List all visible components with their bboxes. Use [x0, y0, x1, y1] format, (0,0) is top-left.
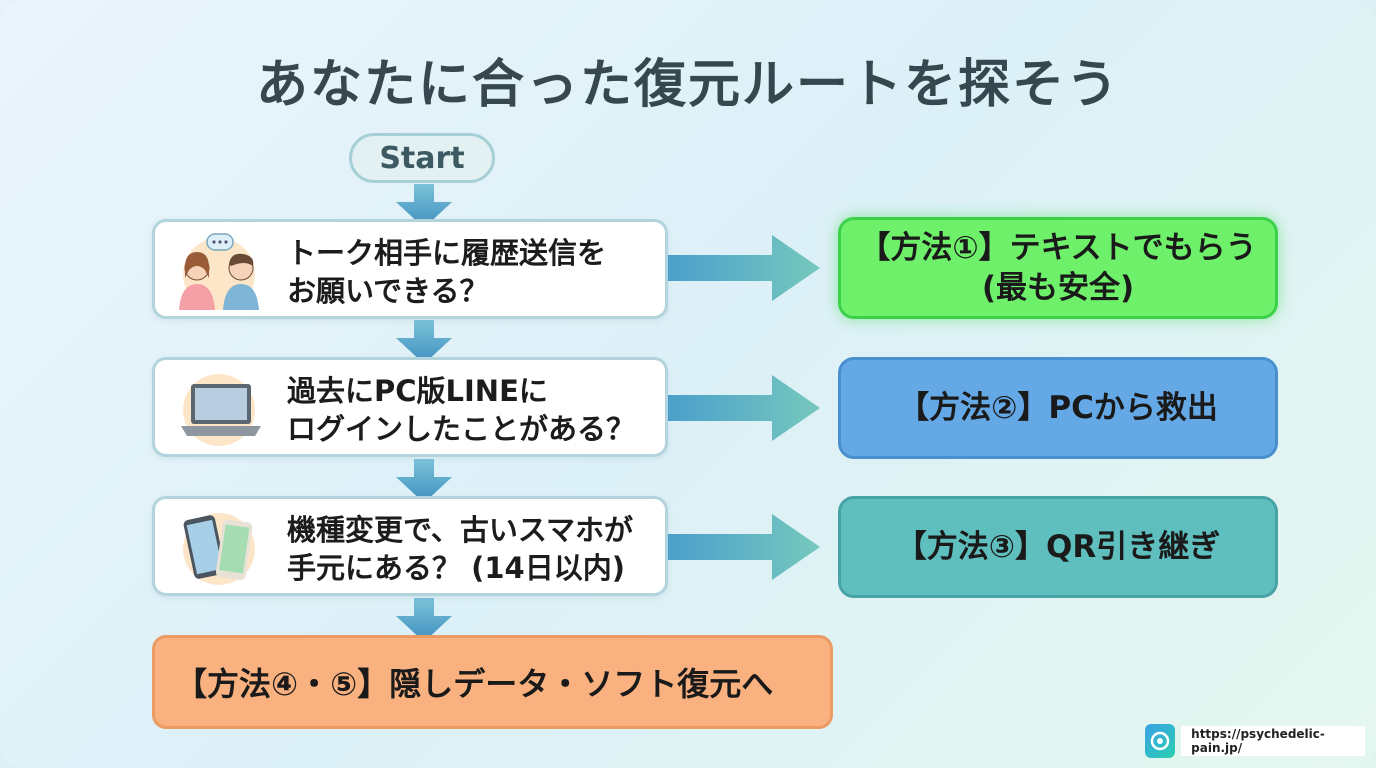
down-arrow-4 — [396, 598, 452, 642]
site-url-link[interactable]: https://psychedelic-pain.jp/ — [1181, 726, 1365, 756]
smartphones-icon — [183, 513, 255, 585]
right-arrow-1 — [668, 235, 820, 301]
site-logo — [1145, 724, 1176, 758]
laptop-icon — [181, 374, 261, 446]
right-arrow-2 — [668, 375, 820, 441]
gear-icon — [1150, 731, 1170, 751]
page-title: あなたに合った復元ルートを探そう — [255, 55, 1120, 115]
question-1-line1: トーク相手に履歴送信を — [287, 236, 607, 270]
method-1-box: 【方法①】テキストでもらう (最も安全) — [838, 217, 1278, 319]
right-arrow-3 — [668, 514, 820, 580]
down-arrow-1 — [396, 184, 452, 228]
question-3-line1: 機種変更で、古いスマホが — [287, 513, 633, 547]
method-4-5-label: 【方法④・⑤】隠しデータ・ソフト復元へ — [175, 665, 774, 703]
start-node: Start — [349, 133, 495, 183]
method-1-line2: (最も安全) — [981, 270, 1135, 306]
chat-people-icon — [179, 233, 259, 310]
method-3-box: 【方法③】QR引き継ぎ — [838, 496, 1278, 598]
down-arrow-2 — [396, 320, 452, 364]
method-4-5-box: 【方法④・⑤】隠しデータ・ソフト復元へ — [152, 635, 833, 729]
question-2-line1: 過去にPC版LINEに — [287, 374, 548, 408]
question-3-line2: 手元にある？ (14日以内) — [287, 551, 625, 585]
question-1-line2: お願いできる？ — [287, 274, 489, 308]
footer-credit: https://psychedelic-pain.jp/ — [1145, 722, 1365, 760]
question-node-3: 機種変更で、古いスマホが 手元にある？ (14日以内) — [152, 496, 668, 596]
method-3-label: 【方法③】QR引き継ぎ — [895, 529, 1221, 565]
down-arrow-3 — [396, 459, 452, 503]
method-1-line1: 【方法①】テキストでもらう — [859, 230, 1257, 266]
method-2-label: 【方法②】PCから救出 — [898, 390, 1218, 426]
question-node-1: トーク相手に履歴送信を お願いできる？ — [152, 219, 668, 319]
question-node-2: 過去にPC版LINEに ログインしたことがある？ — [152, 357, 668, 457]
method-2-box: 【方法②】PCから救出 — [838, 357, 1278, 459]
question-2-line2: ログインしたことがある？ — [287, 412, 636, 446]
